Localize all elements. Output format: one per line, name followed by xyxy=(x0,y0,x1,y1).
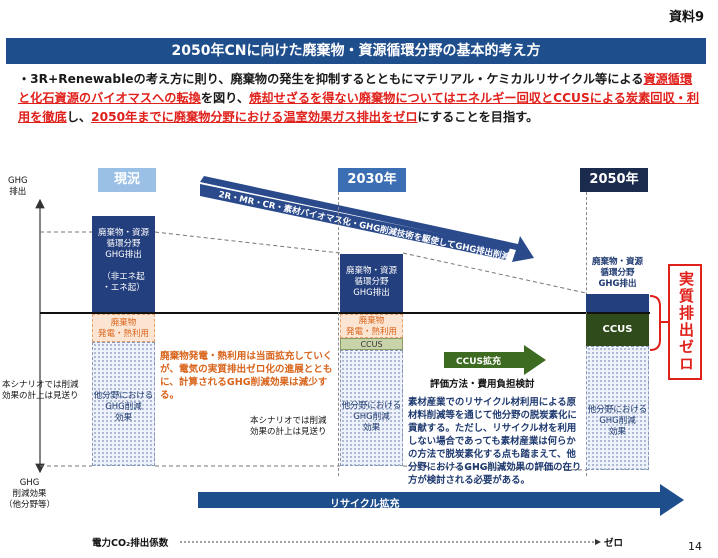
period-2030: 2030年 xyxy=(338,168,406,192)
document-label: 資料9 xyxy=(668,10,704,25)
now-emission-box: 廃棄物・資源 循環分野 GHG排出 （非エネ起 ・エネ起） xyxy=(92,216,155,312)
page-number: 14 xyxy=(688,540,702,553)
y2050-emission-box xyxy=(586,294,649,312)
y2030-emission-box: 廃棄物・資源 循環分野 GHG排出 xyxy=(340,254,403,312)
note-left: 本シナリオでは削減 効果の計上は見送り xyxy=(2,380,79,401)
period-now: 現況 xyxy=(98,168,156,192)
intro-highlight-3: 2050年までに廃棄物分野における温室効果ガス排出をゼロ xyxy=(91,110,418,124)
net-zero-box: 実質排出ゼロ xyxy=(668,264,702,380)
now-energy-box: 廃棄物 発電・熱利用 xyxy=(92,314,155,342)
energy-note: 廃棄物発電・熱利用は当面拡充していくが、電気の実質排出ゼロ化の進展とともに、計算… xyxy=(160,351,333,401)
y2030-ccus-box: CCUS xyxy=(340,338,403,350)
now-offset-box: 他分野における GHG削減 効果 xyxy=(92,342,155,466)
intro-highlight-2: 焼却せざるを得ない廃棄物についてはエネルギー回収とCCUSによる炭素回収・利用を… xyxy=(18,91,700,124)
note-mid: 本シナリオでは削減 効果の計上は見送り xyxy=(250,416,327,437)
y2050-offset-box: 他分野における GHG削減 効果 xyxy=(586,346,649,470)
separator-2030 xyxy=(338,192,339,476)
recycle-arrow-label: リサイクル拡充 xyxy=(330,499,400,510)
intro-highlight-1: 資源循環と化石資源のバイオマスへの転換 xyxy=(18,72,693,105)
intro-text-4: にすることを目指す。 xyxy=(417,110,539,124)
axis-ghg-emission-label: GHG 排出 xyxy=(8,176,28,197)
period-2050: 2050年 xyxy=(580,168,648,192)
bottom-axis-label: 電力CO₂排出係数 xyxy=(92,538,169,549)
intro-text-2: を図り、 xyxy=(200,91,250,105)
page-title: 2050年CNに向けた廃棄物・資源循環分野の基本的考え方 xyxy=(6,38,706,64)
y2030-energy-box: 廃棄物 発電・熱利用 xyxy=(340,314,403,338)
ccus-arrow-label: CCUS拡充 xyxy=(456,357,502,367)
intro-text-3: し、 xyxy=(66,110,92,124)
bottom-axis-zero: ゼロ xyxy=(604,538,624,549)
y2030-offset-box: 他分野における GHG削減 効果 xyxy=(340,350,403,466)
intro-text-1: ・3R+Renewableの考え方に則り、廃棄物の発生を抑制するとともにマテリア… xyxy=(18,72,644,86)
ccus-sub-label: 評価方法・費用負担検討 xyxy=(430,379,535,390)
intro-paragraph: ・3R+Renewableの考え方に則り、廃棄物の発生を抑制するとともにマテリア… xyxy=(18,70,702,127)
y2050-ccus-box: CCUS xyxy=(586,314,649,346)
y2050-emission-label: 廃棄物・資源 循環分野 GHG排出 xyxy=(591,257,643,289)
material-note: 素材産業でのリサイクル材利用による原材料削減等を通じて他分野の脱炭素化に貢献する… xyxy=(408,397,582,486)
axis-ghg-reduction-label: GHG 削減効果 （他分野等） xyxy=(4,478,56,510)
